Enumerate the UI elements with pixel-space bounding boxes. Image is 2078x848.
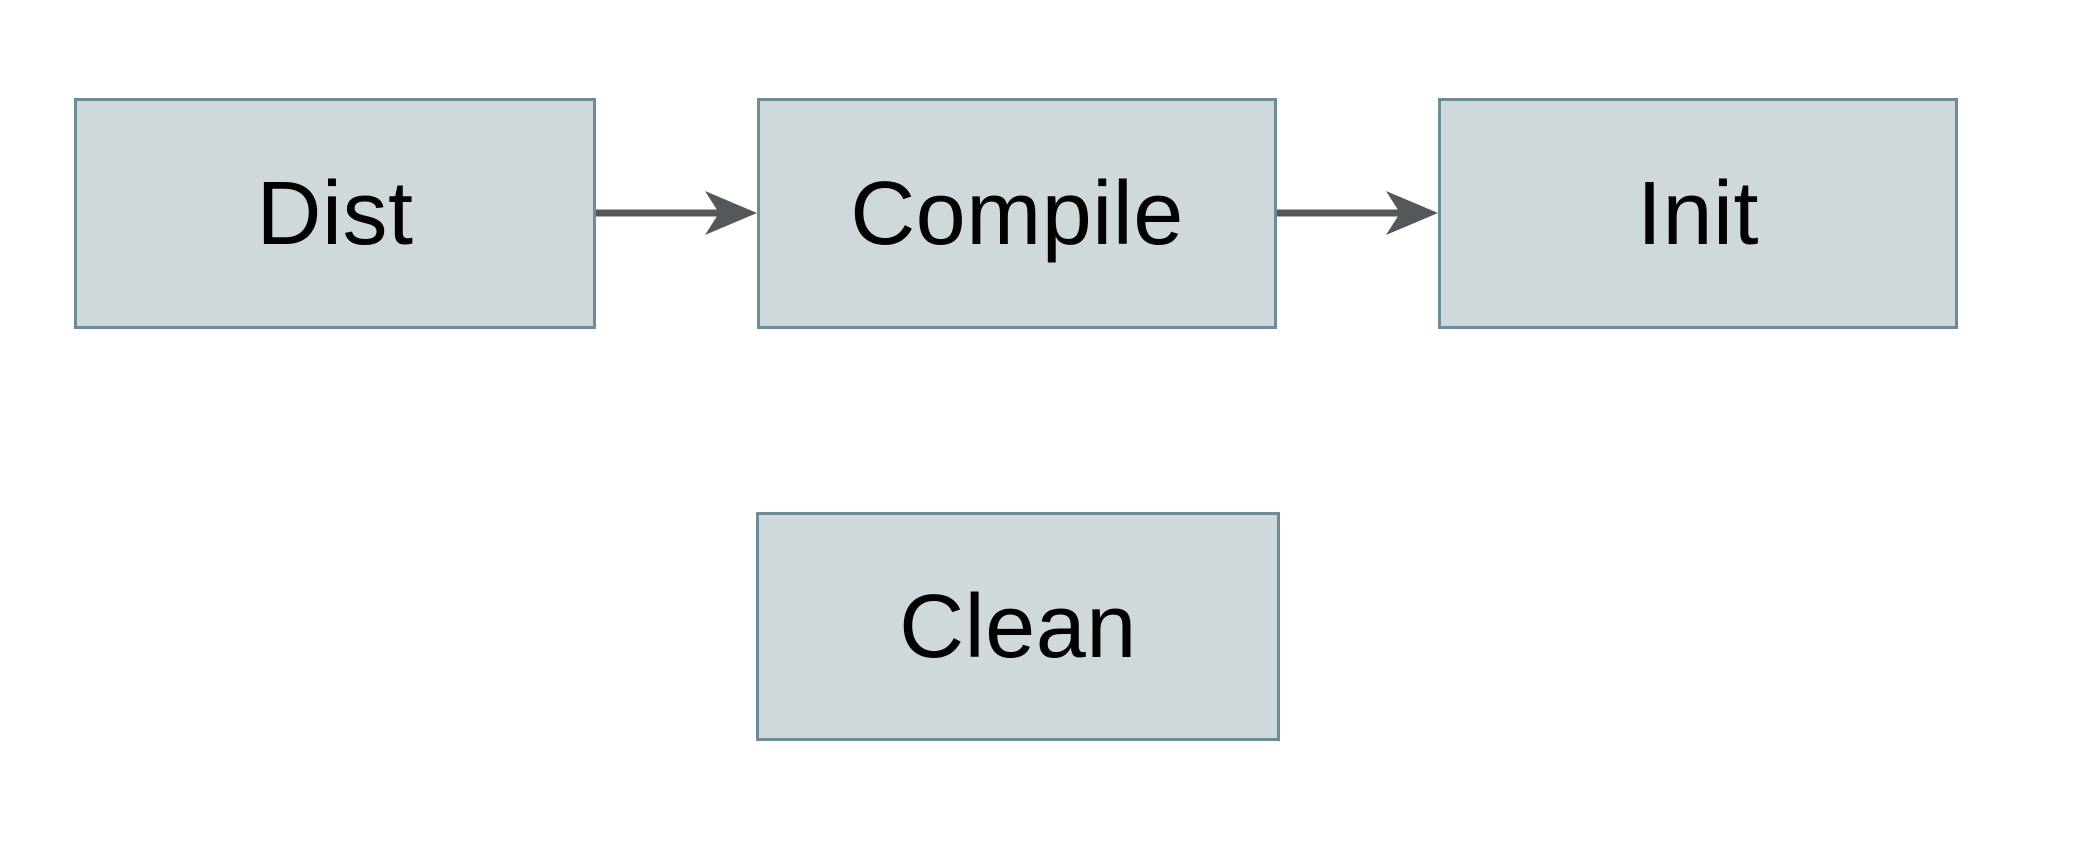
- node-clean[interactable]: Clean: [756, 512, 1280, 741]
- node-dist-label: Dist: [256, 163, 414, 264]
- node-dist[interactable]: Dist: [74, 98, 596, 329]
- node-init-label: Init: [1636, 163, 1760, 264]
- arrowhead-icon: [1386, 191, 1438, 235]
- node-clean-label: Clean: [899, 576, 1137, 677]
- node-init[interactable]: Init: [1438, 98, 1958, 329]
- edge-compile-init[interactable]: [1277, 191, 1438, 235]
- edge-dist-compile[interactable]: [596, 191, 757, 235]
- node-compile[interactable]: Compile: [757, 98, 1277, 329]
- node-compile-label: Compile: [850, 163, 1184, 264]
- arrowhead-icon: [705, 191, 757, 235]
